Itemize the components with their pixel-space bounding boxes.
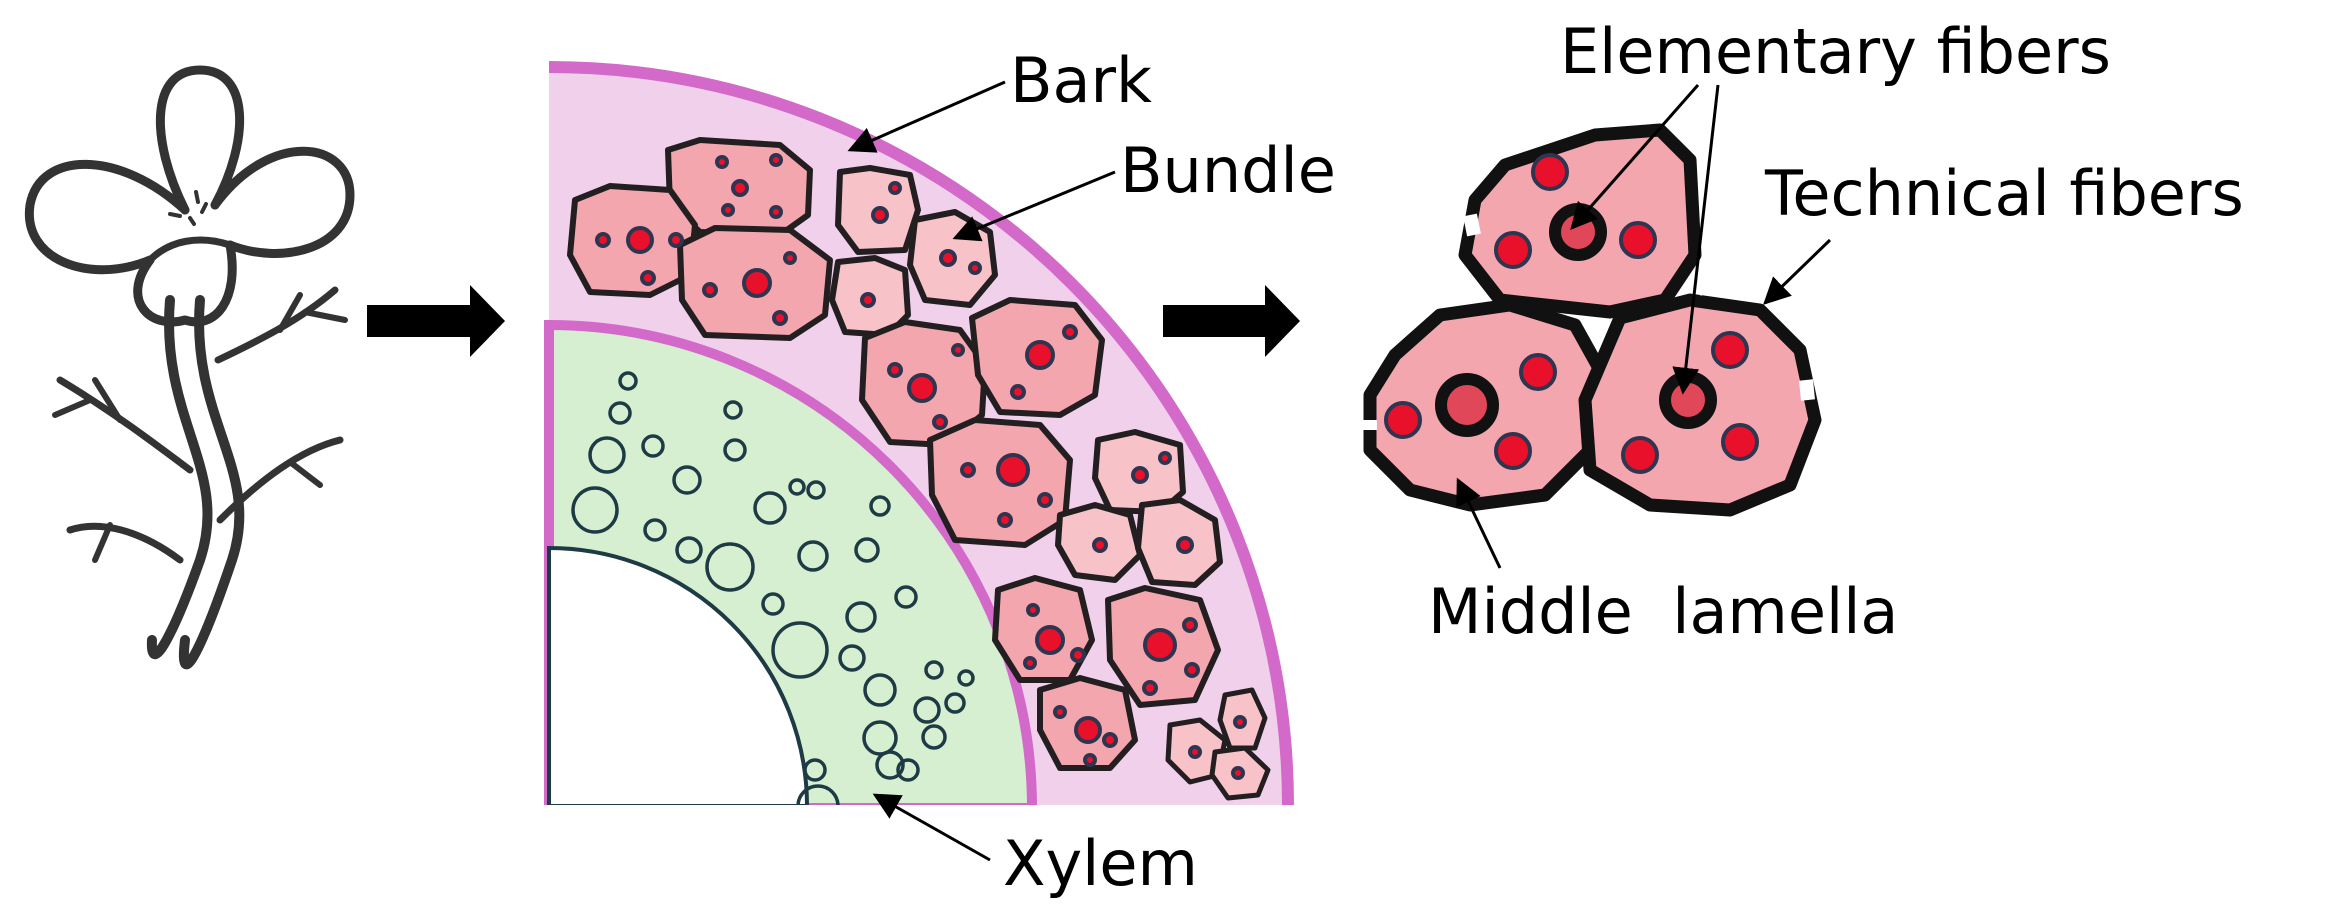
- arrow-elementary-2: [1672, 84, 1720, 395]
- arrow-middle-lamella: [1456, 477, 1502, 569]
- arrow-xylem: [872, 793, 991, 862]
- label-elementary-fibers: Elementary fibers: [1560, 15, 2111, 88]
- arrow-bark: [847, 80, 1006, 153]
- right-arrow-icon: [1163, 285, 1300, 357]
- arrow-bundle: [952, 170, 1116, 242]
- stem-cross-section: [544, 61, 1294, 805]
- arrow-technical: [1763, 238, 1832, 305]
- label-bundle: Bundle: [1120, 134, 1336, 207]
- flower-icon: [24, 65, 355, 670]
- label-xylem: Xylem: [1003, 827, 1198, 900]
- label-technical-fibers: Technical fibers: [1764, 157, 2244, 230]
- label-bark: Bark: [1010, 44, 1152, 117]
- label-middle-lamella: Middle lamella: [1428, 575, 1898, 648]
- right-arrow-icon: [367, 285, 505, 357]
- arrow-elementary-1: [1570, 84, 1700, 231]
